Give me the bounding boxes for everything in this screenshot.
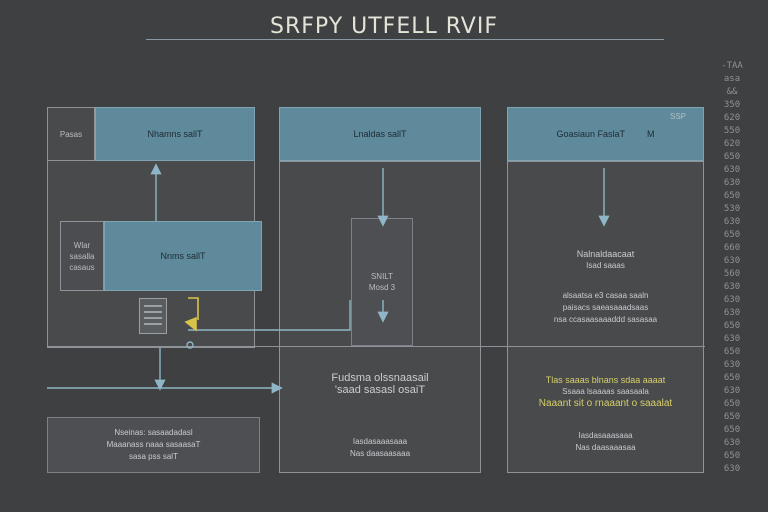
bottom-mid-sub: Iasdasaaasaaa (352, 437, 408, 446)
right-top-line: asa (723, 74, 741, 84)
column-c-header-label: Goasiaun FaslaT (556, 129, 626, 139)
right-number-item: 620 (723, 139, 741, 149)
bottom-right-line2: Ssaaa lsaaaas saasaala (562, 387, 649, 396)
band-divider (47, 346, 705, 347)
yellow-bracket (188, 297, 199, 320)
document-icon (139, 298, 167, 334)
right-number-list: 350 620 550 620 650 630 630 650 530 630 650 660 630 5… (712, 99, 752, 476)
right-number-column: -TAA asa && 350 620 550 620 650 630 630 650 530 6… (712, 60, 752, 476)
arrow-doc-to-b (188, 300, 351, 331)
right-number-item: 630 (723, 165, 741, 175)
right-number-item: 560 (723, 269, 741, 279)
mid-box-line: SNILT (370, 272, 394, 281)
right-number-item: 630 (723, 334, 741, 344)
bottom-mid-line1: Fudsma olssnaasail (331, 372, 429, 384)
column-b-header[interactable]: Lnaldas sallT (279, 107, 481, 161)
right-top-line: -TAA (721, 61, 743, 71)
connector-node (186, 341, 194, 349)
column-a-inner-tag-box: Wlar sasalla casaus (60, 221, 104, 291)
column-a-inner-header[interactable]: Nnms sallT (104, 221, 262, 291)
right-number-item: 650 (723, 347, 741, 357)
right-number-item: 630 (723, 438, 741, 448)
bottom-right-sub: Iasdasaaasaaa (578, 431, 633, 440)
right-number-item: 650 (723, 451, 741, 461)
column-b-mid-box[interactable]: SNILT Mosd 3 (351, 218, 413, 346)
right-number-item: 530 (723, 204, 741, 214)
right-number-item: 350 (723, 100, 741, 110)
bottom-mid-line2: 'saad sasasl osaiT (334, 384, 426, 396)
right-number-item: 630 (723, 217, 741, 227)
inner-tag-line: casaus (69, 262, 95, 272)
bottom-right-line1: Tlas saaas blnans sdaa aaaat (545, 375, 666, 385)
yellow-arrow-head (184, 316, 197, 332)
column-a-tag: Pasas (59, 129, 83, 139)
right-number-item: 630 (723, 308, 741, 318)
right-number-item: 630 (723, 178, 741, 188)
mid-box-line: Mosd 3 (368, 283, 396, 292)
column-a-tag-box: Pasas (47, 107, 95, 161)
diagram-title: SRFPY UTFELL RVIF (270, 14, 498, 39)
right-number-item: 630 (723, 295, 741, 305)
column-c-line: paisacs saeasaaadsaas (562, 303, 649, 312)
right-number-item: 630 (723, 256, 741, 266)
column-c-text-block: Nalnaldaacaat Isad saaas alsaatsa e3 cas… (507, 248, 704, 326)
column-c-line: nsa ccasaasaaaddd sasasaa (553, 315, 658, 324)
right-number-item: 550 (723, 126, 741, 136)
right-number-item: 650 (723, 373, 741, 383)
bottom-right-sub: Nas daasaaasaa (575, 443, 636, 452)
column-c-header-tag: M (647, 129, 655, 139)
title-underline (146, 39, 664, 40)
right-number-item: 630 (723, 282, 741, 292)
right-number-item: 630 (723, 386, 741, 396)
bottom-mid-sub: Nas daasaasaaa (349, 449, 411, 458)
inner-tag-line: Wlar (73, 240, 91, 250)
right-number-item: 660 (723, 243, 741, 253)
right-number-item: 650 (723, 399, 741, 409)
column-a-inner-header-label: Nnms sallT (160, 251, 206, 261)
right-number-item: 650 (723, 230, 741, 240)
right-top-line: && (726, 87, 738, 97)
bottom-right-line3: Naaant sit o rnaaant o saaalat (538, 398, 673, 409)
column-c-line: alsaatsa e3 casaa saaln (562, 291, 649, 300)
bottom-right-text: Tlas saaas blnans sdaa aaaat Ssaaa lsaaa… (507, 374, 704, 454)
column-a-header-label: Nhamns sallT (147, 129, 203, 139)
bottom-left-box[interactable]: Nseinas: sasaadadasl Maaanass naaa sasaa… (47, 417, 260, 473)
bottom-left-line: Nseinas: sasaadadasl (114, 428, 193, 437)
bottom-left-line: sasa pss salT (129, 452, 178, 461)
column-c-header[interactable]: Goasiaun FaslaT M (507, 107, 704, 161)
right-number-item: 650 (723, 321, 741, 331)
right-number-item: 650 (723, 425, 741, 435)
right-number-item: 630 (723, 360, 741, 370)
right-number-item: 650 (723, 412, 741, 422)
column-c-line: Isad saaas (586, 261, 625, 270)
right-number-item: 650 (723, 152, 741, 162)
inner-tag-line: sasalla (69, 251, 95, 261)
column-c-corner-tag: SSP (670, 112, 687, 121)
column-a-header[interactable]: Nhamns sallT (95, 107, 255, 161)
bottom-mid-text: Fudsma olssnaasail 'saad sasasl osaiT Ia… (279, 372, 481, 460)
column-c-panel (507, 161, 704, 473)
column-c-line: Nalnaldaacaat (576, 249, 635, 259)
right-number-item: 620 (723, 113, 741, 123)
right-number-item: 650 (723, 191, 741, 201)
right-number-item: 630 (723, 464, 741, 474)
bottom-left-line: Maaanass naaa sasaasaT (106, 440, 201, 449)
column-b-header-label: Lnaldas sallT (353, 129, 407, 139)
